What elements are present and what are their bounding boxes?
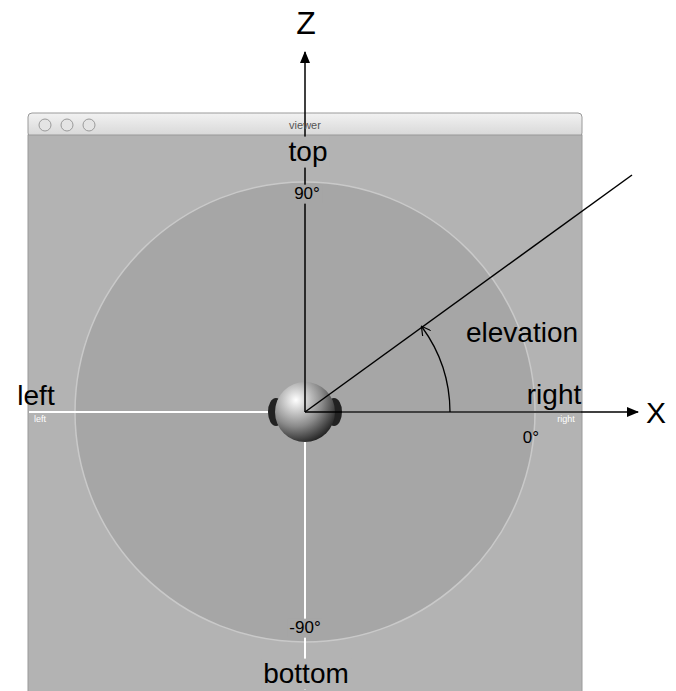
angle-label: 90° xyxy=(292,185,322,204)
z-axis xyxy=(304,52,306,412)
axis-name: X xyxy=(644,396,668,429)
elevation-ray xyxy=(305,175,632,412)
direction-label: top xyxy=(287,137,330,168)
axis-name: Z xyxy=(294,6,318,41)
elevation-arc xyxy=(422,327,450,412)
direction-label: bottom xyxy=(261,659,351,690)
viewer-label: right xyxy=(555,415,577,425)
direction-label: left xyxy=(15,381,56,412)
x-axis xyxy=(305,411,638,413)
vertical-guide xyxy=(304,412,306,690)
angle-name: elevation xyxy=(464,318,580,349)
window-title: viewer xyxy=(287,119,323,131)
angle-label: -90° xyxy=(287,619,322,638)
viewer-label: left xyxy=(32,415,48,425)
angle-label: 0° xyxy=(521,429,541,448)
direction-label: right xyxy=(525,380,583,411)
